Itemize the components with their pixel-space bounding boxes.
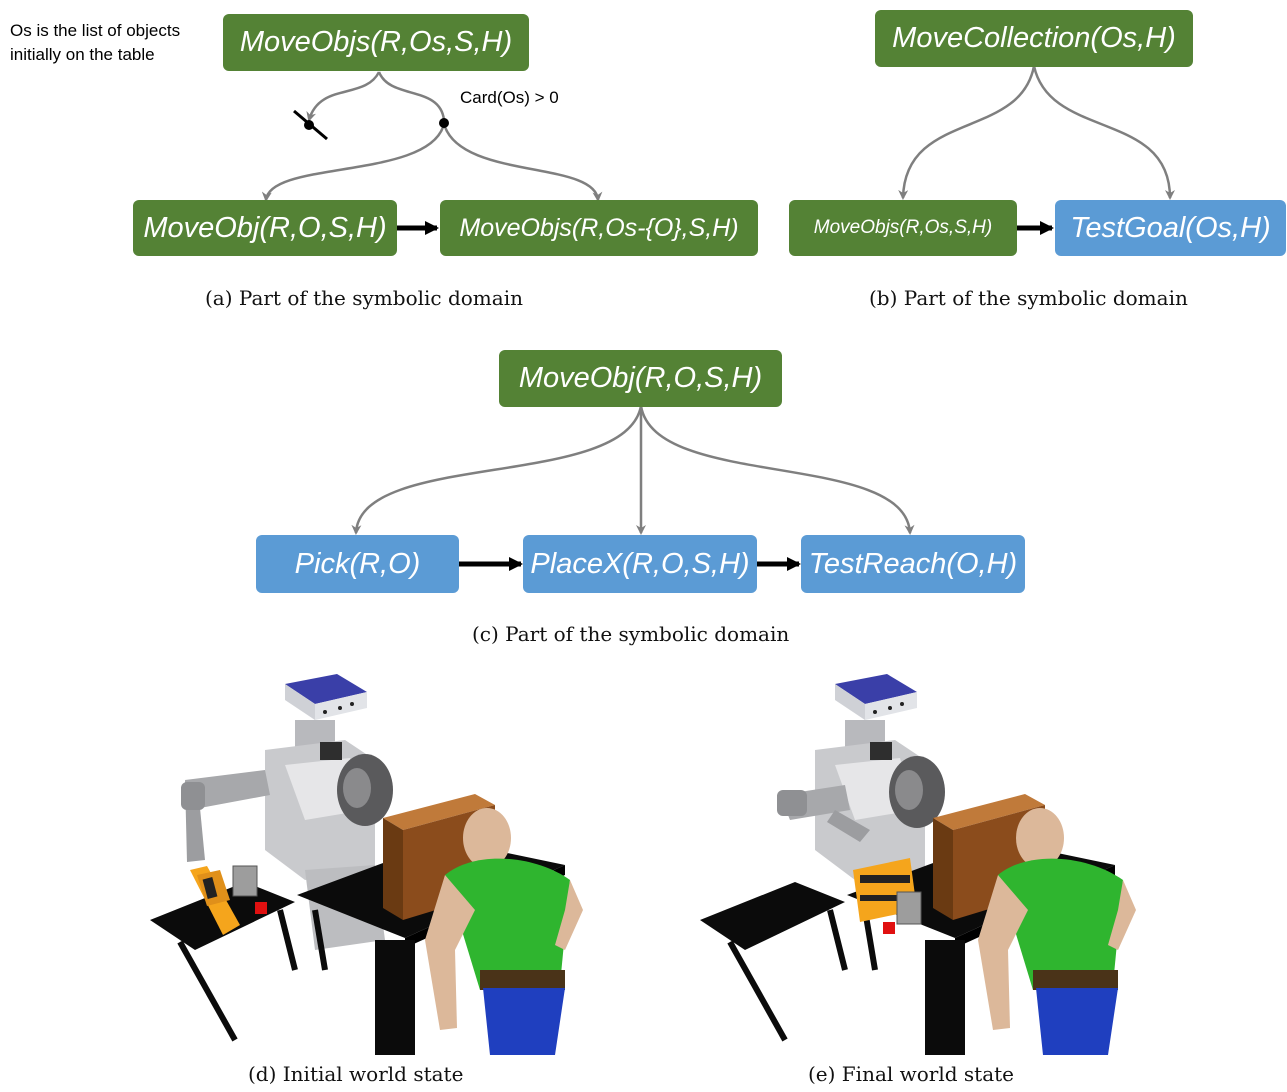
edge-a-root-to-left [306,71,381,122]
node-placex: PlaceX(R,O,S,H) [523,535,757,593]
node-testgoal: TestGoal(Os,H) [1055,200,1286,256]
edge-a-root-to-right [377,71,446,121]
node-movecollection: MoveCollection(Os,H) [875,10,1193,67]
red-cube [883,922,895,934]
annotation-line-1: Os is the list of objects [10,21,181,40]
node-moveobjs-root: MoveObjs(R,Os,S,H) [223,14,529,71]
diagram-connectors [261,65,1175,571]
edge-c-root-to-1 [351,405,643,535]
node-moveobj-root-c: MoveObj(R,O,S,H) [499,350,782,407]
yellow-box [190,866,240,935]
human-figure [425,808,583,1055]
human-figure [978,808,1136,1055]
render-initial-world-state [150,674,583,1055]
condition-label: Card(Os) > 0 [460,88,559,107]
edge-a-cond-to-right [442,123,603,202]
robot-arm [777,785,870,842]
caption-a: (a) Part of the symbolic domain [205,286,523,310]
edge-b-root-to-left [898,65,1036,200]
robot-head [835,674,917,720]
small-table [700,882,848,1042]
robot-arm [181,770,270,862]
robot-head [285,674,367,720]
grey-object [232,865,258,897]
edge-c-root-to-3 [639,405,915,535]
branch-dot-left [304,120,314,130]
node-moveobj: MoveObj(R,O,S,H) [133,200,397,256]
grey-object [896,891,922,925]
edge-a-cond-to-left [261,123,446,202]
caption-c: (c) Part of the symbolic domain [472,622,790,646]
caption-e: (e) Final world state [808,1062,1015,1086]
render-final-world-state [700,674,1136,1055]
caption-d: (d) Initial world state [248,1062,464,1086]
node-testreach: TestReach(O,H) [801,535,1025,593]
annotation-objects-list: Os is the list of objects initially on t… [10,19,180,67]
branch-dot-condition [439,118,449,128]
edge-b-root-to-right [1032,65,1175,200]
robot-body [815,720,945,880]
caption-b: (b) Part of the symbolic domain [869,286,1188,310]
node-pick: Pick(R,O) [256,535,459,593]
red-cube [255,902,267,914]
node-moveobjs-b: MoveObjs(R,Os,S,H) [789,200,1017,256]
node-moveobjs-recursive: MoveObjs(R,Os-{O},S,H) [440,200,758,256]
annotation-line-2: initially on the table [10,45,155,64]
